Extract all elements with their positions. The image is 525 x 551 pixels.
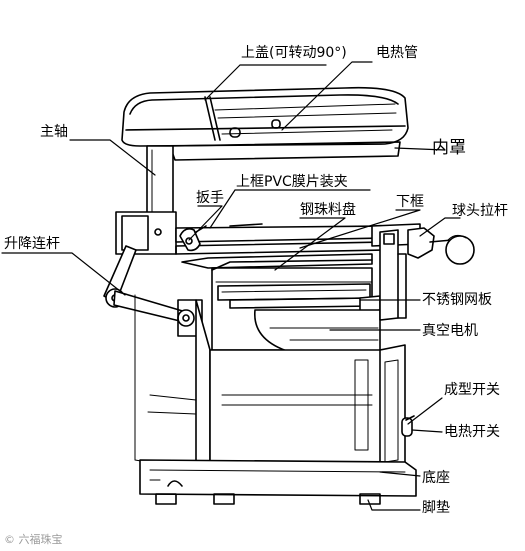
label-upper-frame: 上框PVC膜片装夹 <box>236 174 348 190</box>
steel-tray-shape <box>217 283 371 301</box>
label-wrench: 扳手 <box>196 190 224 206</box>
main-shaft-shape <box>146 145 174 215</box>
lift-link-shape <box>103 245 203 337</box>
leader-heating-tube <box>281 61 373 131</box>
label-lower-frame: 下框 <box>396 194 424 210</box>
label-main-shaft: 主轴 <box>40 124 68 140</box>
leader-forming-switch <box>407 397 443 425</box>
label-heating-switch: 电热开关 <box>444 424 500 440</box>
label-steel-tray: 钢珠料盘 <box>300 202 356 218</box>
label-foot-pad: 脚垫 <box>422 500 450 516</box>
leader-ball-handle <box>419 217 461 237</box>
label-vacuum-motor: 真空电机 <box>422 323 478 339</box>
leader-upper-frame <box>209 189 371 229</box>
leader-lines <box>1 61 461 511</box>
label-base: 底座 <box>422 470 450 486</box>
leader-base <box>379 471 421 477</box>
leader-inner-cover <box>394 147 446 151</box>
leader-heating-switch <box>411 429 443 433</box>
label-inner-cover: 内罩 <box>432 138 466 158</box>
vacuum-motor-shape <box>254 309 381 353</box>
top-cover-shape <box>121 86 409 147</box>
leader-lift-link <box>1 252 126 296</box>
leader-top-cover <box>204 64 327 101</box>
label-forming-switch: 成型开关 <box>444 382 500 398</box>
leader-wrench <box>188 205 223 241</box>
leader-steel-tray <box>274 217 346 271</box>
label-lift-link: 升降连杆 <box>4 236 60 252</box>
switch-shapes <box>401 415 415 437</box>
body-lower-shape <box>134 294 406 471</box>
label-heating-tube: 电热管 <box>376 45 418 61</box>
ball-handle-shape <box>407 227 475 265</box>
leader-main-shaft <box>69 139 156 176</box>
label-steel-mesh: 不锈钢网板 <box>422 292 492 308</box>
leader-lower-frame <box>299 209 421 249</box>
body-upper-shape <box>181 253 373 351</box>
base-shape <box>139 459 417 497</box>
leader-foot-pad <box>367 499 421 511</box>
watermark: © 六福珠宝 <box>4 533 63 546</box>
label-top-cover: 上盖(可转动90°) <box>241 45 347 61</box>
label-ball-handle: 球头拉杆 <box>452 203 508 219</box>
